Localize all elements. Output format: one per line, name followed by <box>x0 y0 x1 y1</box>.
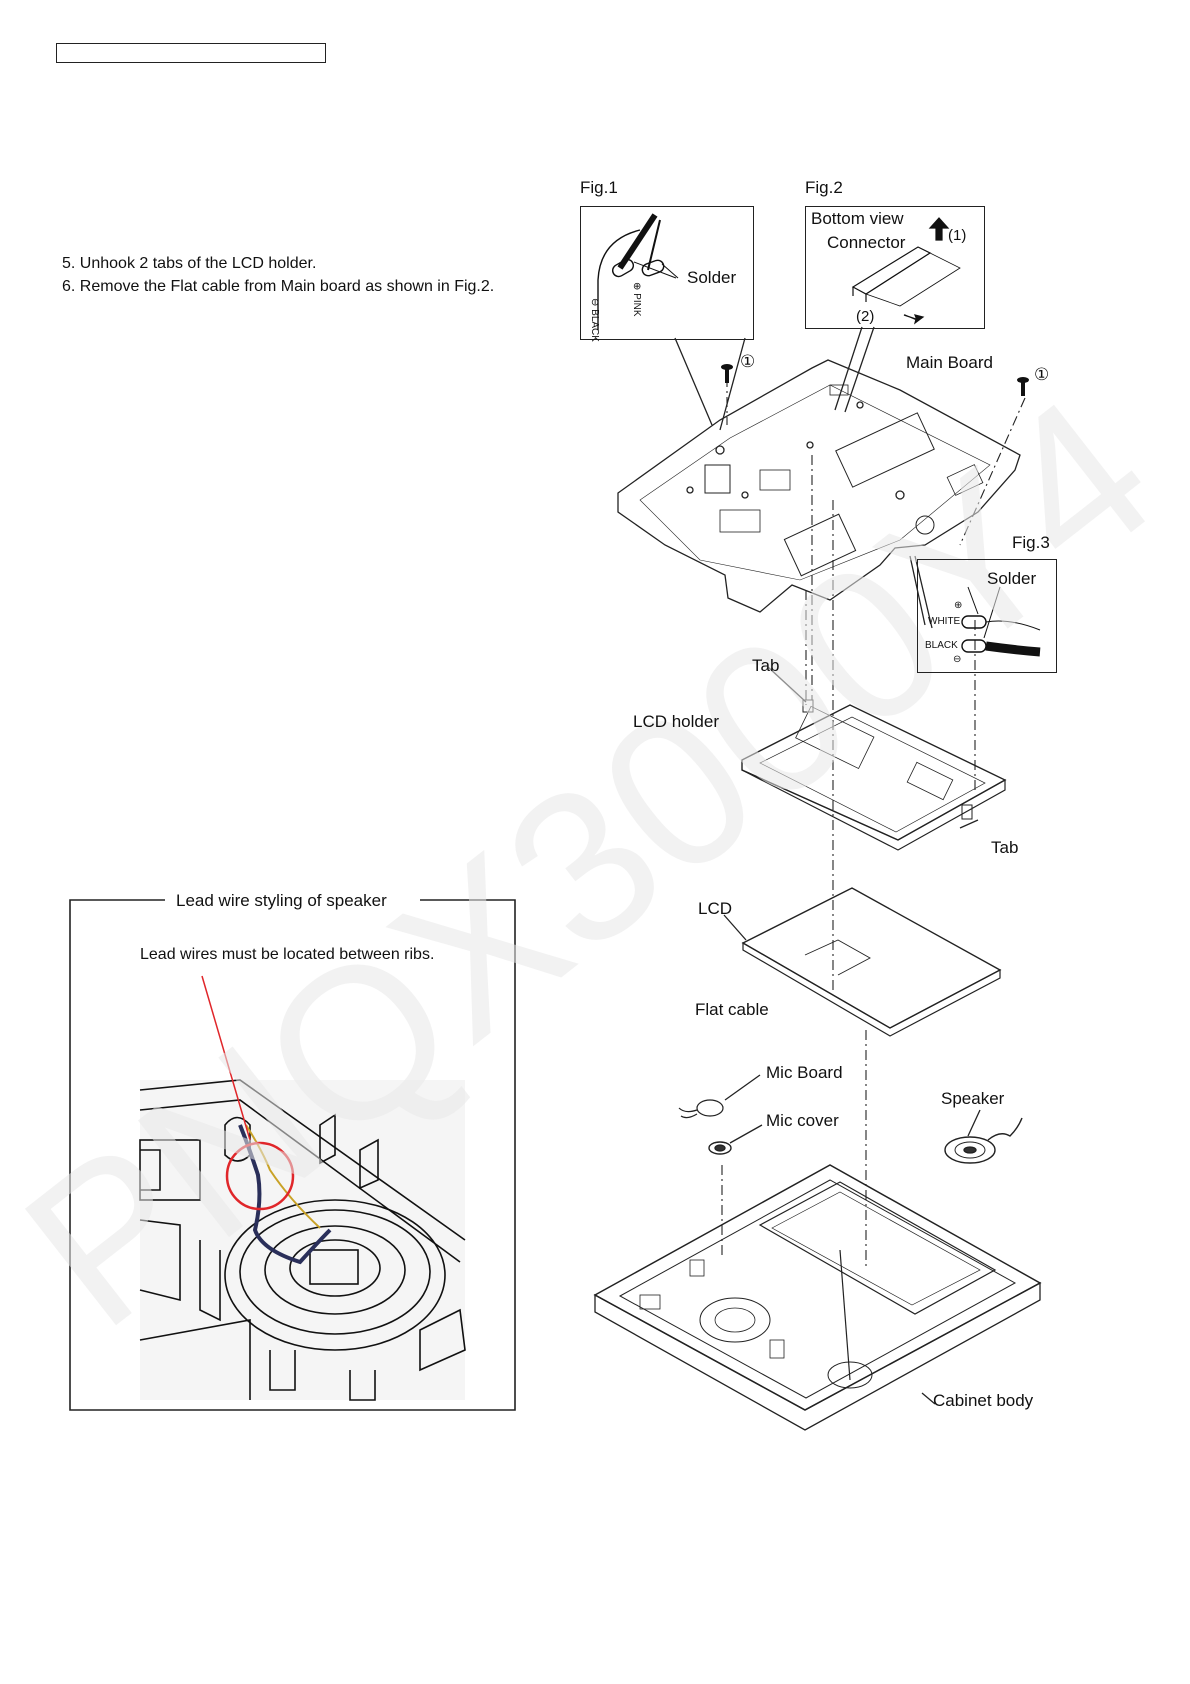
watermark-text: PNQX3000Y4 <box>0 351 1190 1372</box>
flat-cable-label: Flat cable <box>695 1000 769 1019</box>
mic-cover-label: Mic cover <box>766 1111 839 1130</box>
fig3-minus-wire-label: BLACK <box>925 640 958 651</box>
fig2-box <box>805 206 985 329</box>
inset-speaker-drawing <box>139 975 466 1401</box>
watermark-layer: PNQX3000Y4 <box>0 351 1190 1372</box>
fig1-box <box>580 206 754 340</box>
fig1-solder-label: Solder <box>687 268 737 287</box>
fig1-title: Fig.1 <box>580 178 618 197</box>
fig3-drawing <box>961 586 1041 657</box>
cabinet-body-outline <box>593 1164 1042 1411</box>
fig3-title: Fig.3 <box>1012 533 1050 552</box>
lcd-label: LCD <box>698 899 733 918</box>
note-pointer-line <box>201 975 251 1141</box>
inset-title: Lead wire styling of speaker <box>168 891 395 911</box>
screw-right-icon <box>1017 377 1029 396</box>
fig3-minus-sign: ⊖ <box>953 654 962 665</box>
fig2-view-label: Bottom view <box>811 209 904 228</box>
fig3-box <box>917 559 1057 673</box>
fig3-solder-label: Solder <box>987 569 1037 588</box>
lcd-holder-label: LCD holder <box>633 712 719 731</box>
lcd-panel-outline <box>741 887 1002 1029</box>
fig3-plus-wire-label: WHITE <box>928 616 961 627</box>
step-5: 5. Unhook 2 tabs of the LCD holder. <box>62 255 317 272</box>
header-box <box>56 43 326 63</box>
screw-right-label: ① <box>1034 365 1050 384</box>
screw-left-label: ① <box>740 352 756 371</box>
mic-board-label: Mic Board <box>766 1063 843 1082</box>
main-board-label: Main Board <box>906 353 993 372</box>
inset-frame <box>69 899 516 1411</box>
fig2-connector-label: Connector <box>827 233 906 252</box>
fig1-drawing <box>597 213 679 330</box>
fig2-step1-label: (1) <box>948 227 967 244</box>
highlight-circle <box>225 1141 295 1211</box>
fig2-drawing <box>851 217 961 325</box>
fig1-plus-wire-label: ⊕ PINK <box>631 282 642 317</box>
cabinet-body-label: Cabinet body <box>933 1391 1034 1410</box>
fig3-plus-sign: ⊕ <box>954 600 963 611</box>
fig2-step2-label: (2) <box>856 308 875 325</box>
fig2-title: Fig.2 <box>805 178 843 197</box>
speaker-label: Speaker <box>941 1089 1005 1108</box>
screw-left-icon <box>721 364 733 383</box>
tab-bottom-label: Tab <box>991 838 1019 857</box>
tab-top-label: Tab <box>752 656 780 675</box>
inset-note: Lead wires must be located between ribs. <box>140 946 435 963</box>
step-6: 6. Remove the Flat cable from Main board… <box>62 278 495 295</box>
main-board-outline <box>617 359 1021 613</box>
fig1-minus-wire-label: ⊖ BLACK <box>589 298 600 342</box>
instruction-steps: 5. Unhook 2 tabs of the LCD holder. 6. R… <box>62 252 532 298</box>
